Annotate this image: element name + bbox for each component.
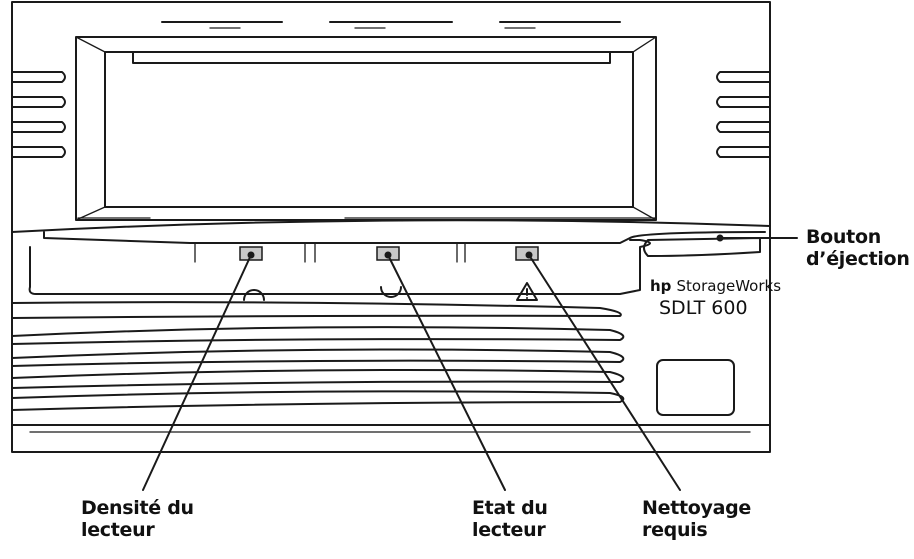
eject-button[interactable] [643, 237, 761, 257]
hp-logo: hp [650, 277, 672, 295]
status-leader [387, 254, 506, 491]
model-label: SDLT 600 [659, 297, 748, 319]
drive-status-label: Etat du lecteur [472, 497, 548, 541]
cleaning-required-label: Nettoyage requis [642, 497, 751, 541]
bezel-band [11, 219, 771, 233]
front-vent-slats [11, 301, 625, 411]
side-recess [656, 359, 735, 416]
density-leader [142, 254, 252, 491]
product-line-label: StorageWorks [676, 277, 782, 295]
brand-logo-line: hp StorageWorks [650, 276, 781, 295]
drive-status-icon [380, 286, 402, 298]
eject-button-label: Bouton d’éjection [806, 226, 910, 270]
right-grille [716, 71, 771, 158]
left-grille [11, 71, 66, 158]
cartridge-door[interactable] [75, 36, 657, 221]
cleaning-warning-icon [516, 282, 538, 301]
cleaning-leader [528, 254, 681, 491]
density-label: Densité du lecteur [81, 497, 194, 541]
density-icon [243, 289, 265, 301]
indicator-strip [28, 239, 651, 295]
